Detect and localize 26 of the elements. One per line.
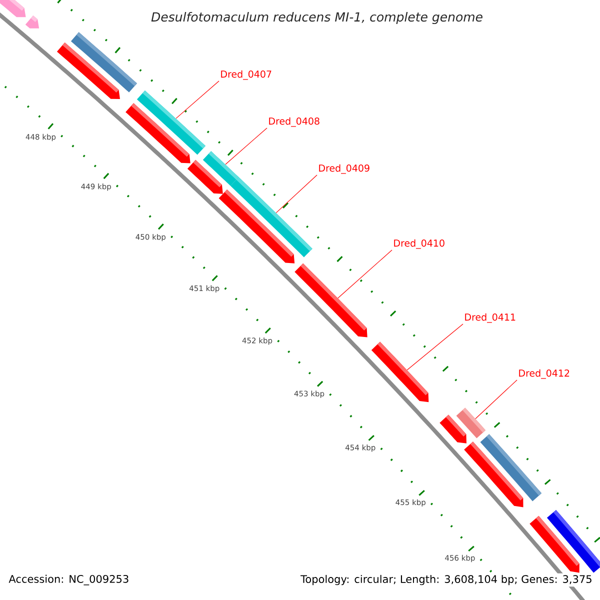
gene-label: Dred_0411	[465, 313, 516, 323]
gene-label: Dred_0410	[394, 239, 444, 249]
leader-line	[475, 380, 518, 420]
gene-block	[371, 342, 429, 402]
gene-bar	[70, 32, 137, 92]
gene-bar	[480, 434, 542, 502]
leader-line	[176, 80, 220, 119]
gene-bar	[456, 408, 486, 438]
gene-block	[294, 263, 368, 338]
leader-line	[276, 174, 318, 214]
gene-bar	[546, 510, 600, 573]
gene-block	[0, 0, 26, 18]
gene-label: Dred_0407	[221, 70, 272, 80]
gene-label: Dred_0408	[269, 117, 320, 127]
gene-block	[25, 15, 40, 28]
gene-label: Dred_0412	[519, 369, 570, 379]
title: Desulfotomaculum reducens MI-1, complete genome	[151, 12, 482, 24]
genome-info-text: Topology: circular; Length: 3,608,104 bp; Genes: 3,375	[299, 573, 594, 587]
leader-line	[406, 324, 464, 370]
gene-bar	[202, 151, 239, 186]
leader-line	[338, 250, 392, 298]
gene-label: Dred_0409	[319, 164, 370, 174]
gene-bar	[136, 90, 206, 155]
leader-line	[225, 128, 268, 165]
accession-text: Accession: NC_009253	[7, 573, 131, 587]
gene-bar	[230, 177, 312, 258]
